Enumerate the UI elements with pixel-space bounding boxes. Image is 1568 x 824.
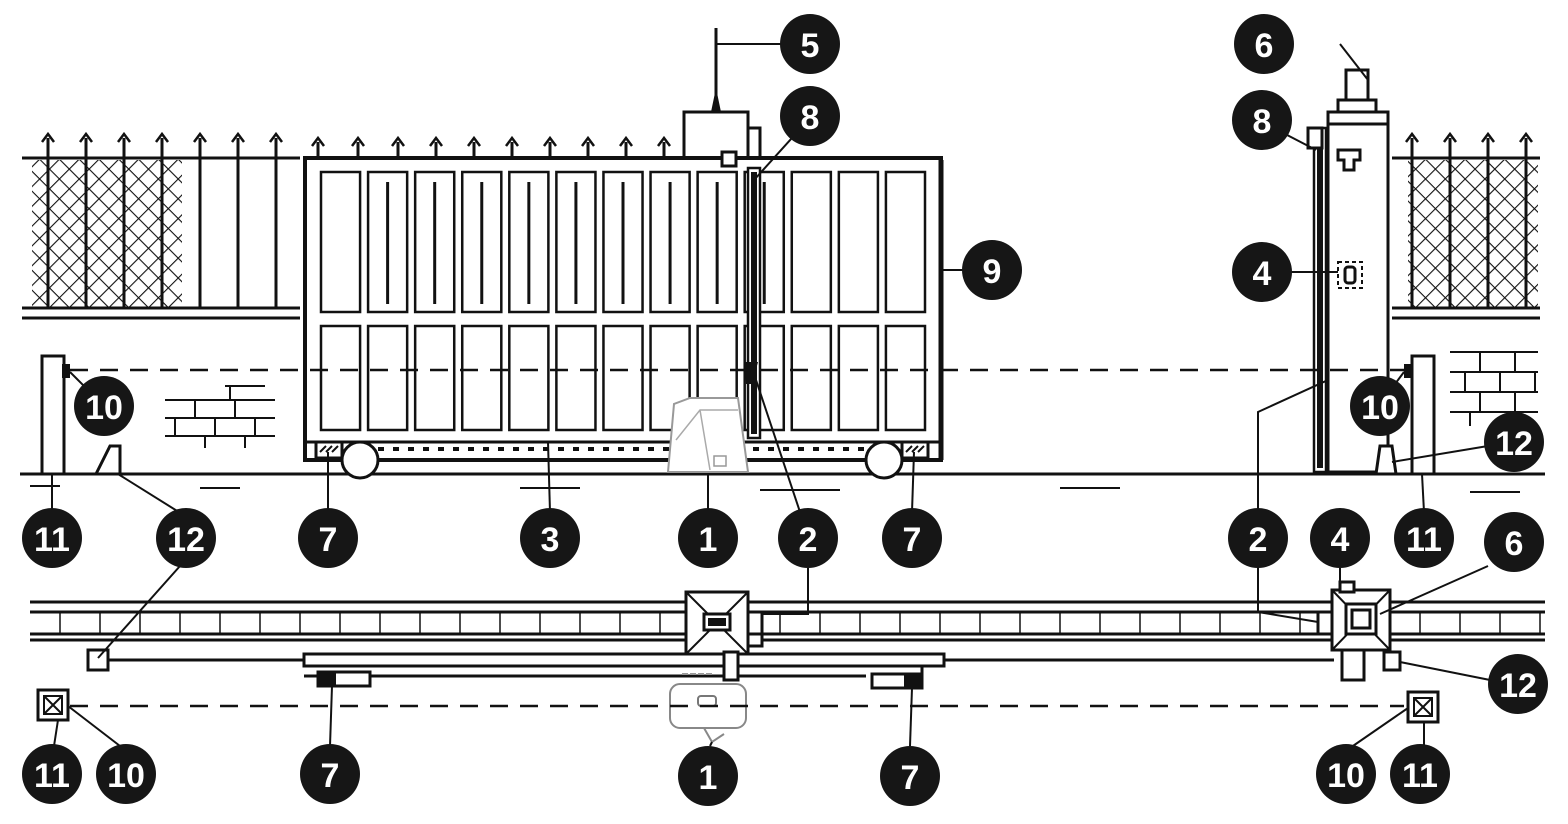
label-10-plan-left-text: 10 — [107, 757, 145, 795]
label-8-gate: 8 — [780, 86, 840, 146]
label-10-right: 10 — [1350, 376, 1410, 436]
label-11-right-text: 11 — [1406, 521, 1442, 559]
label-1-elevation-text: 1 — [699, 521, 718, 559]
label-5: 5 — [780, 14, 840, 74]
label-7-plan-left: 7 — [300, 744, 360, 804]
label-4-right-text: 4 — [1331, 521, 1350, 559]
label-9-text: 9 — [983, 253, 1002, 291]
label-10-plan-right: 10 — [1316, 744, 1376, 804]
label-2-right-text: 2 — [1249, 521, 1268, 559]
sliding-gate — [303, 135, 944, 462]
label-11-right: 11 — [1394, 508, 1454, 568]
label-1-plan: 1 — [678, 746, 738, 806]
label-2-elevation-text: 2 — [799, 521, 818, 559]
label-12-right-elev-text: 12 — [1495, 425, 1533, 463]
post-plan — [1316, 580, 1402, 682]
label-2-elevation: 2 — [778, 508, 838, 568]
label-5-text: 5 — [801, 27, 820, 65]
label-11-plan-right: 11 — [1390, 744, 1450, 804]
gate-wheel-left — [314, 440, 380, 480]
label-7-right-text: 7 — [903, 521, 922, 559]
label-6-elevation-text: 6 — [1255, 27, 1274, 65]
label-11-plan-left-text: 11 — [34, 757, 70, 795]
label-10-plan-left: 10 — [96, 744, 156, 804]
label-4-elevation: 4 — [1232, 242, 1292, 302]
label-7-plan-left-text: 7 — [321, 757, 340, 795]
label-8-gate-text: 8 — [801, 99, 820, 137]
brick-wall-left — [165, 385, 275, 448]
label-6-plan: 6 — [1484, 512, 1544, 572]
label-1-plan-text: 1 — [699, 759, 718, 797]
stopper-left-plan — [86, 648, 110, 672]
photocell-column-left — [38, 354, 70, 476]
label-10-right-text: 10 — [1361, 389, 1399, 427]
label-7-plan-right: 7 — [880, 746, 940, 806]
number-badges: 5 6 8 8 9 4 10 10 12 11 12 7 3 1 2 7 2 4… — [22, 14, 1548, 806]
brick-wall-right — [1450, 351, 1538, 426]
label-7-plan-right-text: 7 — [901, 759, 920, 797]
label-11-plan-right-text: 11 — [1402, 757, 1438, 795]
label-3: 3 — [520, 508, 580, 568]
label-12-left-text: 12 — [167, 521, 205, 559]
antenna-housing — [682, 28, 762, 160]
stopper-left — [88, 444, 130, 476]
label-4-right: 4 — [1310, 508, 1370, 568]
plan-view — [30, 580, 1545, 744]
label-4-elevation-text: 4 — [1253, 255, 1272, 293]
photocell-plan-right — [1406, 690, 1440, 724]
label-7-left-text: 7 — [319, 521, 338, 559]
label-1-elevation: 1 — [678, 508, 738, 568]
label-7-right: 7 — [882, 508, 942, 568]
label-10-left: 10 — [74, 376, 134, 436]
label-12-right-plan: 12 — [1488, 654, 1548, 714]
label-8-post-text: 8 — [1253, 103, 1272, 141]
label-10-plan-right-text: 10 — [1327, 757, 1365, 795]
label-9: 9 — [962, 240, 1022, 300]
motor-box-plan — [684, 590, 764, 682]
elevation-view — [20, 28, 1545, 493]
label-8-post: 8 — [1232, 90, 1292, 150]
photocell-plan-left — [36, 688, 70, 722]
label-11-left: 11 — [22, 508, 82, 568]
label-12-right-plan-text: 12 — [1499, 667, 1537, 705]
label-6-elevation: 6 — [1234, 14, 1294, 74]
left-fence — [22, 131, 300, 320]
gate-wheel-right — [864, 440, 930, 480]
label-3-text: 3 — [541, 521, 560, 559]
label-2-right: 2 — [1228, 508, 1288, 568]
label-11-left-text: 11 — [34, 521, 70, 559]
label-10-left-text: 10 — [85, 389, 123, 427]
label-7-left: 7 — [298, 508, 358, 568]
label-12-left: 12 — [156, 508, 216, 568]
label-11-plan-left: 11 — [22, 744, 82, 804]
label-6-plan-text: 6 — [1505, 525, 1524, 563]
label-12-right-elev: 12 — [1484, 412, 1544, 472]
stopper-right — [1374, 444, 1398, 476]
gearmotor-plan — [669, 673, 747, 744]
right-fence — [1392, 131, 1540, 320]
gearmotor-elevation — [666, 397, 750, 473]
